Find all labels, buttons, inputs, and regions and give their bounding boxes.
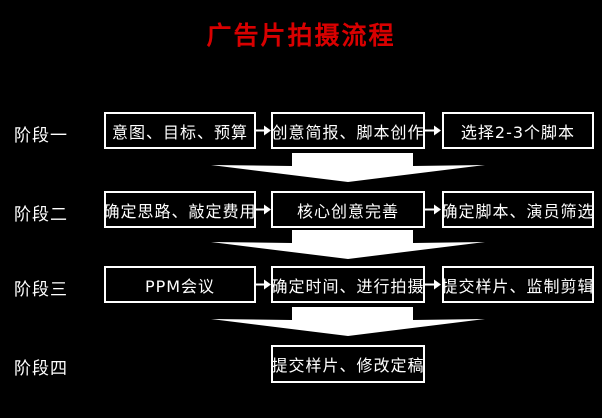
down-arrow-icon — [211, 153, 485, 183]
flow-box-schedule-shooting: 确定时间、进行拍摄 — [271, 266, 425, 303]
down-arrow-icon — [211, 307, 485, 337]
right-arrow-icon — [424, 123, 442, 138]
flow-box-core-creative: 核心创意完善 — [271, 191, 425, 228]
flow-box-select-scripts: 选择2-3个脚本 — [442, 112, 594, 149]
right-arrow-icon — [254, 277, 272, 292]
flow-box-confirm-ideas-cost: 确定思路、敲定费用 — [104, 191, 256, 228]
page-title: 广告片拍摄流程 — [206, 21, 396, 50]
down-arrow-icon — [211, 230, 485, 260]
right-arrow-icon — [424, 202, 442, 217]
right-arrow-icon — [254, 202, 272, 217]
flow-box-ppm-meeting: PPM会议 — [104, 266, 256, 303]
stage-label-3: 阶段三 — [14, 280, 68, 300]
right-arrow-icon — [424, 277, 442, 292]
flow-box-submit-sample-editing: 提交样片、监制剪辑 — [442, 266, 594, 303]
stage-label-1: 阶段一 — [14, 126, 68, 146]
flow-box-intent-goal-budget: 意图、目标、预算 — [104, 112, 256, 149]
stage-label-4: 阶段四 — [14, 359, 68, 379]
flow-box-submit-sample-finalize: 提交样片、修改定稿 — [271, 345, 425, 383]
flow-box-creative-brief-script: 创意简报、脚本创作 — [271, 112, 425, 149]
flow-box-confirm-script-casting: 确定脚本、演员筛选 — [442, 191, 594, 228]
stage-label-2: 阶段二 — [14, 205, 68, 225]
right-arrow-icon — [254, 123, 272, 138]
